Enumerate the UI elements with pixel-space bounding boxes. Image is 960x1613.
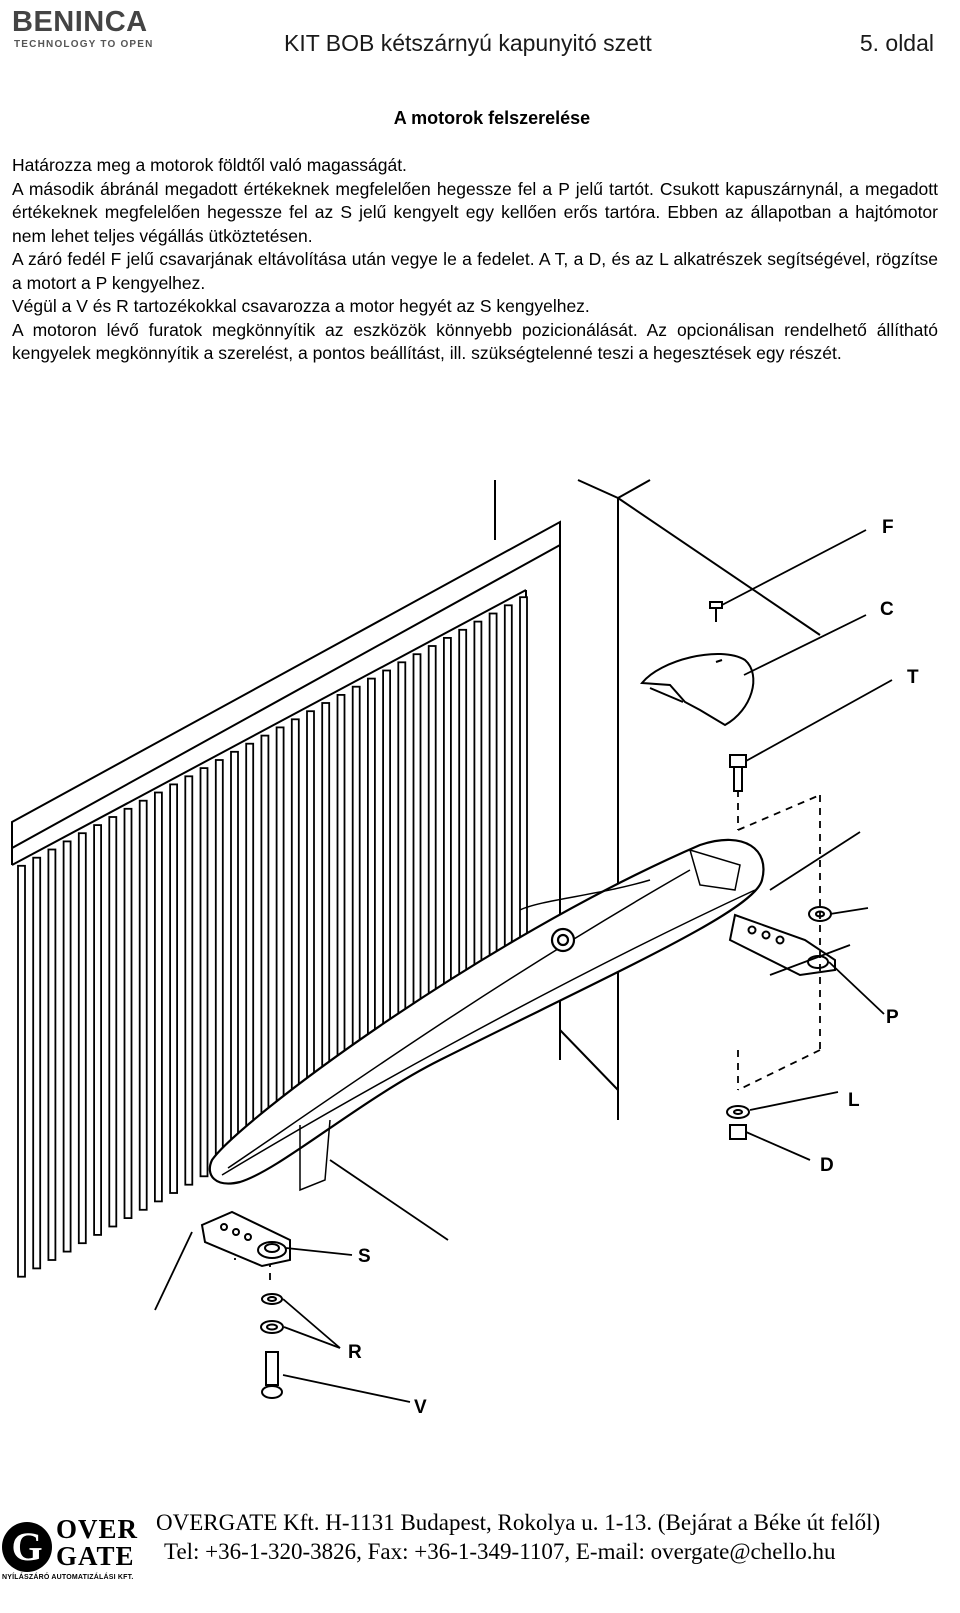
gate-bar [123,807,133,1219]
installation-drawing: F C T P L D S R V [0,470,960,1470]
company-address: OVERGATE Kft. H-1131 Budapest, Rokolya u… [156,1510,881,1535]
company-contact: Tel: +36-1-320-3826, Fax: +36-1-349-1107… [164,1539,836,1564]
gate-bar [382,669,392,1077]
callout-label-f: F [882,517,894,538]
gate-bar [397,661,407,1069]
paragraph: A motoron lévő furatok megkönnyítik az e… [12,319,938,364]
logo-tagline: TECHNOLOGY TO OPEN [14,39,154,50]
instructions-text: Határozza meg a motorok földtől való mag… [12,154,938,366]
gate-bar [93,824,102,1236]
callout-label-d: D [820,1155,834,1176]
gate-bar [290,718,300,1127]
callout-label-r: R [348,1342,362,1363]
paragraph: A záró fedél F jelű csavarjának eltávolí… [12,249,938,293]
gate-bar [184,775,194,1186]
page-footer: G OVER GATE NYÍLÁSZÁRÓ AUTOMATIZÁLÁSI KF… [0,1500,960,1613]
page-header: BENINCA TECHNOLOGY TO OPEN KIT BOB kétsz… [0,0,960,90]
gate-bar [62,840,72,1253]
section-title: A motorok felszerelése [393,108,591,128]
overgate-logo: G OVER GATE NYÍLÁSZÁRÓ AUTOMATIZÁLÁSI KF… [0,1512,140,1582]
gate-bar [351,685,361,1094]
callout-label-s: S [358,1246,371,1267]
gate-bar [214,759,224,1169]
gate-bar [199,767,209,1178]
gate-bar [47,848,57,1261]
gate-bar [336,693,346,1102]
gate-bar [260,734,270,1144]
overgate-logo-over: OVER [56,1514,139,1544]
overgate-logo-gate: GATE [56,1541,135,1571]
gate-bar [321,702,331,1111]
gate-bar [230,750,239,1161]
callout-label-v: V [414,1397,427,1418]
overgate-logo-mark: G [2,1522,52,1572]
callout-label-c: C [880,599,894,620]
gate-bar [153,791,163,1203]
callout-label-l: L [848,1090,860,1111]
beninca-logo: BENINCA TECHNOLOGY TO OPEN [12,6,172,52]
gate-bar [32,856,42,1270]
callout-label-p: P [886,1007,899,1028]
gate-bar [169,783,179,1194]
gate-bar [245,742,255,1153]
gate-bar [138,799,148,1211]
paragraph: Végül a V és R tartozékokkal csavarozza … [12,296,590,316]
gate-bar [17,864,26,1278]
page-number: 5. oldal [859,30,934,56]
paragraph: A második ábránál megadott értékeknek me… [12,178,938,246]
logo-wordmark: BENINCA [12,6,148,38]
gate-bar [366,677,376,1086]
paragraph: Határozza meg a motorok földtől való mag… [12,155,407,175]
overgate-logo-tagline: NYÍLÁSZÁRÓ AUTOMATIZÁLÁSI KFT. [2,1574,134,1581]
gate-bar [306,710,315,1119]
gate-bar [108,816,118,1228]
gate-bar [77,832,87,1245]
callout-label-t: T [907,667,919,688]
document-title: KIT BOB kétszárnyú kapunyitó szett [284,30,652,56]
gate-bar [275,726,285,1136]
exploded-view-drawing: F C T P L D S R V [11,479,919,1418]
